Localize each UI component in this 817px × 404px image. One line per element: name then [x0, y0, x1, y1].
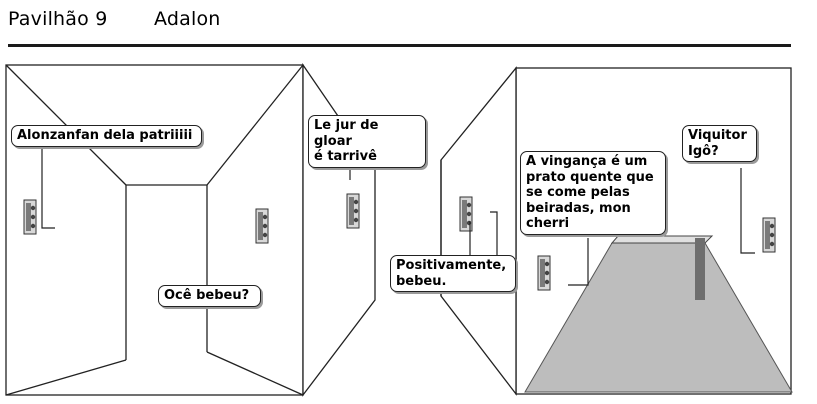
- speech-bubble-oce-bebeu: Ocê bebeu?: [158, 285, 261, 307]
- header-title-right: Adalon: [154, 8, 221, 30]
- inmate-left-2: [255, 208, 269, 244]
- speech-bubble-le-jur: Le jur de gloar é tarrivê: [308, 115, 426, 168]
- inmate-right-2: [537, 255, 551, 291]
- inmate-left-3: [346, 193, 360, 229]
- speech-bubble-viquitor: Viquitor Igô?: [682, 125, 757, 162]
- inmate-right-3: [762, 217, 776, 253]
- speech-bubble-positivamente: Positivamente, bebeu.: [390, 255, 516, 292]
- header-title-left: Pavilhão 9: [8, 8, 108, 30]
- speech-bubble-alonzanfan: Alonzanfan dela patriiiii: [11, 125, 202, 147]
- inmate-left-1: [23, 199, 37, 235]
- speech-bubble-vinganca: A vingança é um prato quente que se come…: [520, 151, 666, 235]
- corridor-wall: [610, 235, 714, 244]
- panel-left: [5, 64, 304, 396]
- header-divider: [8, 44, 791, 47]
